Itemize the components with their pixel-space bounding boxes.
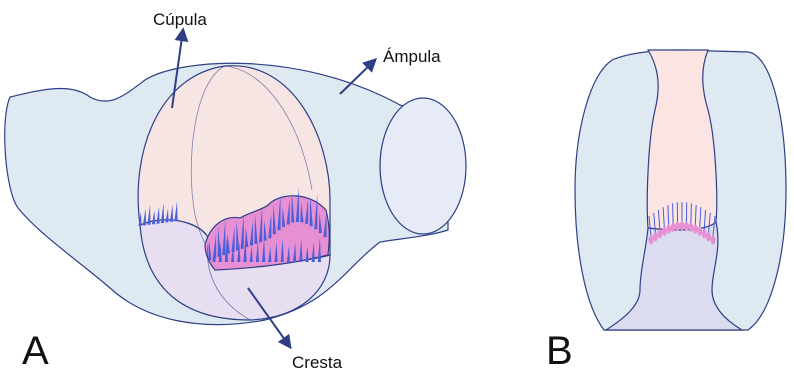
- hair-cell: [673, 203, 674, 223]
- hair-cell-base: [657, 229, 662, 238]
- ampula-label: Ámpula: [383, 47, 441, 66]
- hair-cell-base: [697, 227, 702, 236]
- panel-a: Cúpula Ámpula Cresta A: [5, 10, 466, 373]
- hair-cell-base: [693, 225, 698, 234]
- hair-cell-base: [688, 223, 693, 232]
- hair-cell-base: [662, 227, 667, 236]
- hair-cell-base: [684, 222, 689, 231]
- hair-cell: [691, 203, 692, 223]
- hair-cell-base: [666, 225, 671, 234]
- hair-cell-base: [706, 232, 711, 241]
- duct-end-disc: [380, 98, 466, 234]
- hair-cell-base: [680, 222, 685, 231]
- cupula-label: Cúpula: [153, 10, 207, 29]
- panel-b-label: B: [546, 329, 573, 373]
- panel-b: B: [546, 50, 786, 373]
- hair-cell-base: [675, 222, 680, 231]
- hair-cell-base: [671, 223, 676, 232]
- hair-cell-base: [649, 236, 654, 245]
- cresta-label: Cresta: [292, 353, 343, 372]
- hair-cell-base: [711, 236, 716, 245]
- hair-cell-base: [653, 232, 658, 241]
- hair-cell-base: [702, 229, 707, 238]
- panel-a-label: A: [22, 329, 49, 373]
